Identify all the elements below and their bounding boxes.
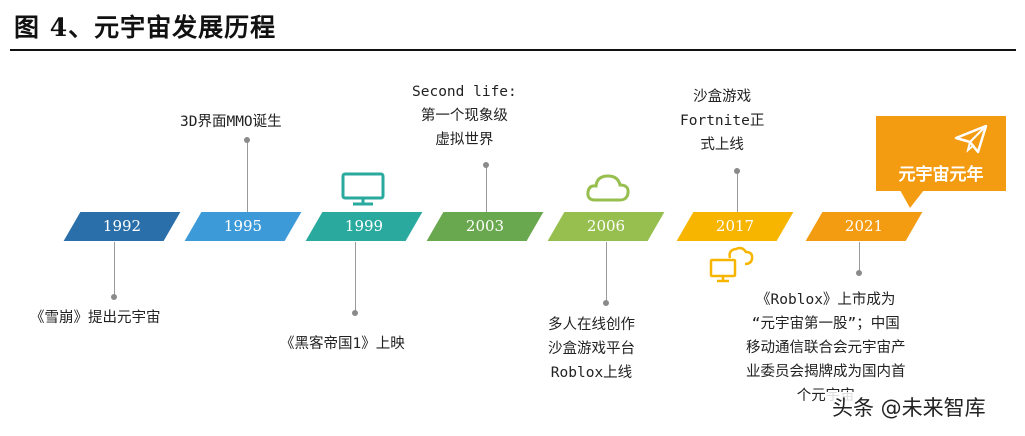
year-1995: 1995 (184, 212, 302, 241)
cloud-monitor-icon (709, 246, 754, 283)
connector-2021 (859, 242, 860, 272)
event-1995: 3D界面MMO诞生 (180, 114, 282, 130)
watermark: 头条 @未来智库 (826, 392, 992, 422)
year-2017: 2017 (676, 212, 794, 241)
connector-1992 (114, 242, 115, 296)
connector-dot-2021 (856, 270, 862, 276)
event-2021: 《Roblox》上市成为 “元宇宙第一股”；中国 移动通信联合会元宇宙产 业委员… (746, 292, 906, 404)
connector-dot-2003 (483, 162, 489, 168)
event-1999: 《黑客帝国1》上映 (280, 336, 405, 352)
year-1999: 1999 (305, 212, 423, 241)
connector-1995 (247, 140, 248, 212)
connector-2017 (737, 170, 738, 212)
event-2003: Second life: 第一个现象级 虚拟世界 (412, 84, 517, 148)
connector-dot-2006 (603, 300, 609, 306)
page-title: 图 4、元宇宙发展历程 (14, 13, 277, 42)
event-2017: 沙盒游戏 Fortnite正 式上线 (680, 89, 765, 153)
year-2006: 2006 (547, 212, 665, 241)
connector-2003 (486, 165, 487, 212)
connector-dot-1999 (352, 310, 358, 316)
title-underline (10, 49, 1016, 51)
monitor-icon (341, 172, 385, 206)
connector-2006 (606, 242, 607, 302)
connector-dot-1992 (111, 294, 117, 300)
metaverse-year-badge: 元宇宙元年 (876, 116, 1006, 191)
connector-dot-1995 (244, 137, 250, 143)
event-2006: 多人在线创作 沙盒游戏平台 Roblox上线 (548, 317, 635, 381)
year-2021: 2021 (805, 212, 923, 241)
cloud-icon (586, 174, 630, 202)
badge-text: 元宇宙元年 (898, 165, 984, 185)
year-2003: 2003 (426, 212, 544, 241)
event-1992: 《雪崩》提出元宇宙 (30, 310, 161, 326)
year-1992: 1992 (63, 212, 181, 241)
badge-pointer (900, 190, 924, 208)
paper-plane-icon (954, 124, 988, 154)
connector-1999 (355, 242, 356, 312)
connector-dot-2017 (734, 168, 740, 174)
